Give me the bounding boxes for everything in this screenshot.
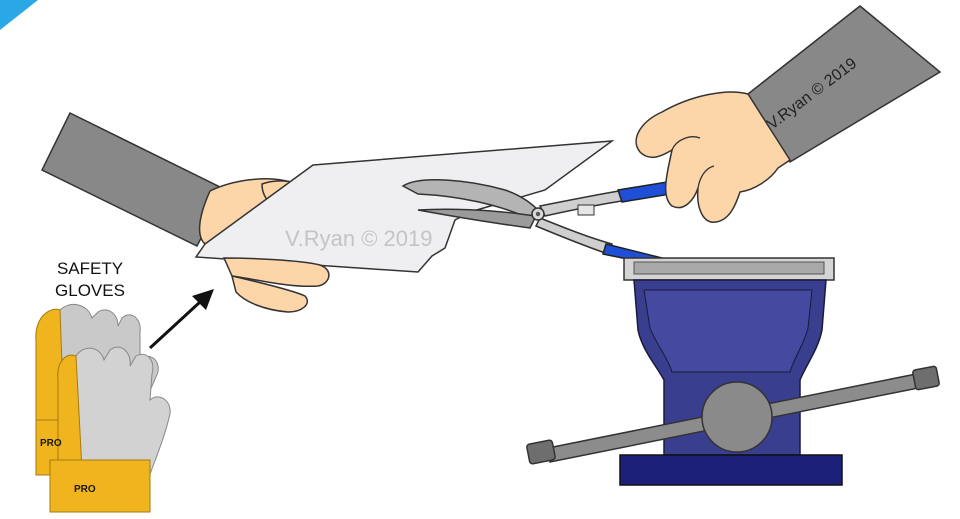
left-fingers [224, 258, 329, 312]
arrow-icon [150, 289, 214, 348]
bench-vice-icon [526, 258, 939, 485]
svg-text:PRO: PRO [74, 484, 96, 495]
right-arm: V.Ryan © 2019 [636, 6, 940, 222]
vice-base [620, 455, 842, 485]
lower-handle [536, 218, 612, 254]
safety-gloves-label: SAFETY GLOVES [30, 258, 150, 302]
tommy-bar-end-left [526, 440, 555, 465]
gloves-label-line2: GLOVES [30, 280, 150, 302]
left-sleeve [42, 113, 226, 246]
corner-accent [0, 0, 38, 30]
tommy-bar-end-right [912, 366, 939, 390]
safety-gloves-icon: PRO PRO [36, 304, 170, 512]
vice-screw-boss [702, 382, 772, 452]
gloves-label-line1: SAFETY [30, 258, 150, 280]
svg-text:PRO: PRO [40, 438, 62, 449]
paper-watermark: V.Ryan © 2019 [285, 226, 433, 251]
